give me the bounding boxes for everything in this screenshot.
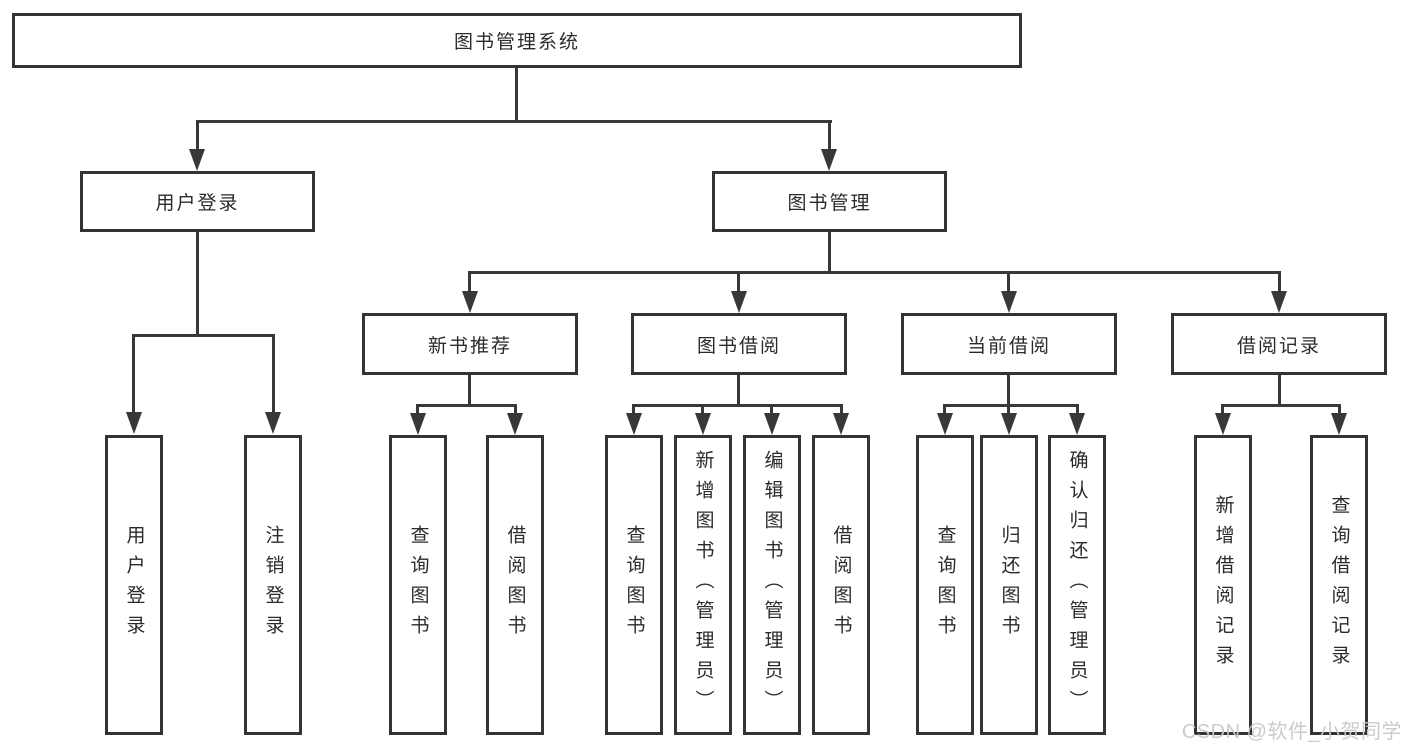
connector-root-stem [515,68,518,122]
leaf-borrow-books-2: 借阅图书 [812,435,870,735]
connector-drop-current-borrow [1007,271,1010,293]
connector-drop-borrow-record [1278,271,1281,293]
leaf-query-books-1: 查询图书 [389,435,447,735]
leaf-edit-books-admin-label: 编辑图书（管理员） [761,450,783,720]
leaf-add-books-admin-label: 新增图书（管理员） [692,450,714,720]
leaf-confirm-return-admin: 确认归还（管理员） [1048,435,1106,735]
leaf-query-books-1-label: 查询图书 [407,525,429,645]
leaf-query-borrow-record-label: 查询借阅记录 [1328,495,1350,675]
leaf-logout: 注销登录 [244,435,302,735]
node-book-mgmt: 图书管理 [712,171,947,232]
leaf-borrow-books-2-label: 借阅图书 [830,525,852,645]
connector-drop-book-mgmt [828,120,831,152]
leaf-query-books-2-label: 查询图书 [623,525,645,645]
arrowhead-leaf-7 [833,413,849,435]
connector-book-borrow-stem [737,375,740,407]
connector-drop-leaf-7 [840,404,843,414]
arrowhead-leaf-5 [695,413,711,435]
connector-drop-leaf-11 [1221,404,1224,414]
connector-drop-new-book [468,271,471,293]
leaf-borrow-books-1-label: 借阅图书 [504,525,526,645]
leaf-user-login-label: 用户登录 [123,525,145,645]
connector-drop-user-login [196,120,199,152]
connector-borrow-record-rail [1221,404,1341,407]
leaf-add-borrow-record-label: 新增借阅记录 [1212,495,1234,675]
connector-drop-leaf-5 [701,404,704,414]
node-borrow-record: 借阅记录 [1171,313,1387,375]
connector-drop-leaf-2 [416,404,419,414]
arrowhead-leaf-0 [126,412,142,434]
connector-drop-leaf-4 [632,404,635,414]
connector-current-borrow-rail [943,404,1079,407]
connector-borrow-record-stem [1278,375,1281,407]
connector-book-borrow-rail [632,404,843,407]
arrowhead-leaf-8 [937,413,953,435]
arrowhead-leaf-10 [1069,413,1085,435]
connector-drop-leaf-3 [514,404,517,414]
connector-book-mgmt-stem [828,232,831,274]
arrowhead-new-book [462,291,478,313]
leaf-return-books: 归还图书 [980,435,1038,735]
arrowhead-leaf-2 [410,413,426,435]
arrowhead-leaf-4 [626,413,642,435]
arrowhead-leaf-3 [507,413,523,435]
node-current-borrow-label: 当前借阅 [966,335,1051,357]
arrowhead-leaf-12 [1331,413,1347,435]
arrowhead-leaf-11 [1215,413,1231,435]
connector-drop-leaf-8 [943,404,946,414]
node-book-borrow-label: 图书借阅 [696,335,781,357]
connector-drop-leaf-0 [132,334,135,413]
leaf-query-books-3-label: 查询图书 [934,525,956,645]
connector-drop-book-borrow [737,271,740,293]
node-user-login-label: 用户登录 [155,193,240,214]
arrowhead-leaf-1 [265,412,281,434]
node-borrow-record-label: 借阅记录 [1236,335,1321,357]
connector-drop-leaf-9 [1007,404,1010,414]
arrowhead-leaf-9 [1001,413,1017,435]
leaf-query-books-2: 查询图书 [605,435,663,735]
leaf-add-books-admin: 新增图书（管理员） [674,435,732,735]
node-new-book: 新书推荐 [362,313,578,375]
leaf-edit-books-admin: 编辑图书（管理员） [743,435,801,735]
leaf-logout-label: 注销登录 [262,525,284,645]
node-root-label: 图书管理系统 [453,32,580,53]
arrowhead-book-borrow [731,291,747,313]
leaf-user-login: 用户登录 [105,435,163,735]
node-new-book-label: 新书推荐 [427,335,512,357]
connector-new-book-rail [416,404,517,407]
arrowhead-user-login [189,149,205,171]
connector-user-login-rail [132,334,275,337]
arrowhead-borrow-record [1271,291,1287,313]
connector-drop-leaf-10 [1076,404,1079,414]
node-user-login: 用户登录 [80,171,315,232]
node-book-mgmt-label: 图书管理 [787,193,872,214]
leaf-confirm-return-admin-label: 确认归还（管理员） [1066,450,1088,720]
connector-current-borrow-stem [1007,375,1010,407]
connector-new-book-stem [468,375,471,407]
node-root: 图书管理系统 [12,13,1022,68]
node-book-borrow: 图书借阅 [631,313,847,375]
connector-drop-leaf-1 [272,334,275,413]
connector-drop-leaf-12 [1338,404,1341,414]
arrowhead-leaf-6 [764,413,780,435]
connector-user-login-stem [196,232,199,337]
leaf-add-borrow-record: 新增借阅记录 [1194,435,1252,735]
leaf-return-books-label: 归还图书 [998,525,1020,645]
csdn-watermark: CSDN @软件_小贺同学 [1181,721,1402,743]
leaf-query-borrow-record: 查询借阅记录 [1310,435,1368,735]
connector-book-mgmt-rail [468,271,1281,274]
arrowhead-current-borrow [1001,291,1017,313]
leaf-query-books-3: 查询图书 [916,435,974,735]
connector-root-rail [196,120,832,123]
leaf-borrow-books-1: 借阅图书 [486,435,544,735]
node-current-borrow: 当前借阅 [901,313,1117,375]
arrowhead-book-mgmt [821,149,837,171]
connector-drop-leaf-6 [770,404,773,414]
